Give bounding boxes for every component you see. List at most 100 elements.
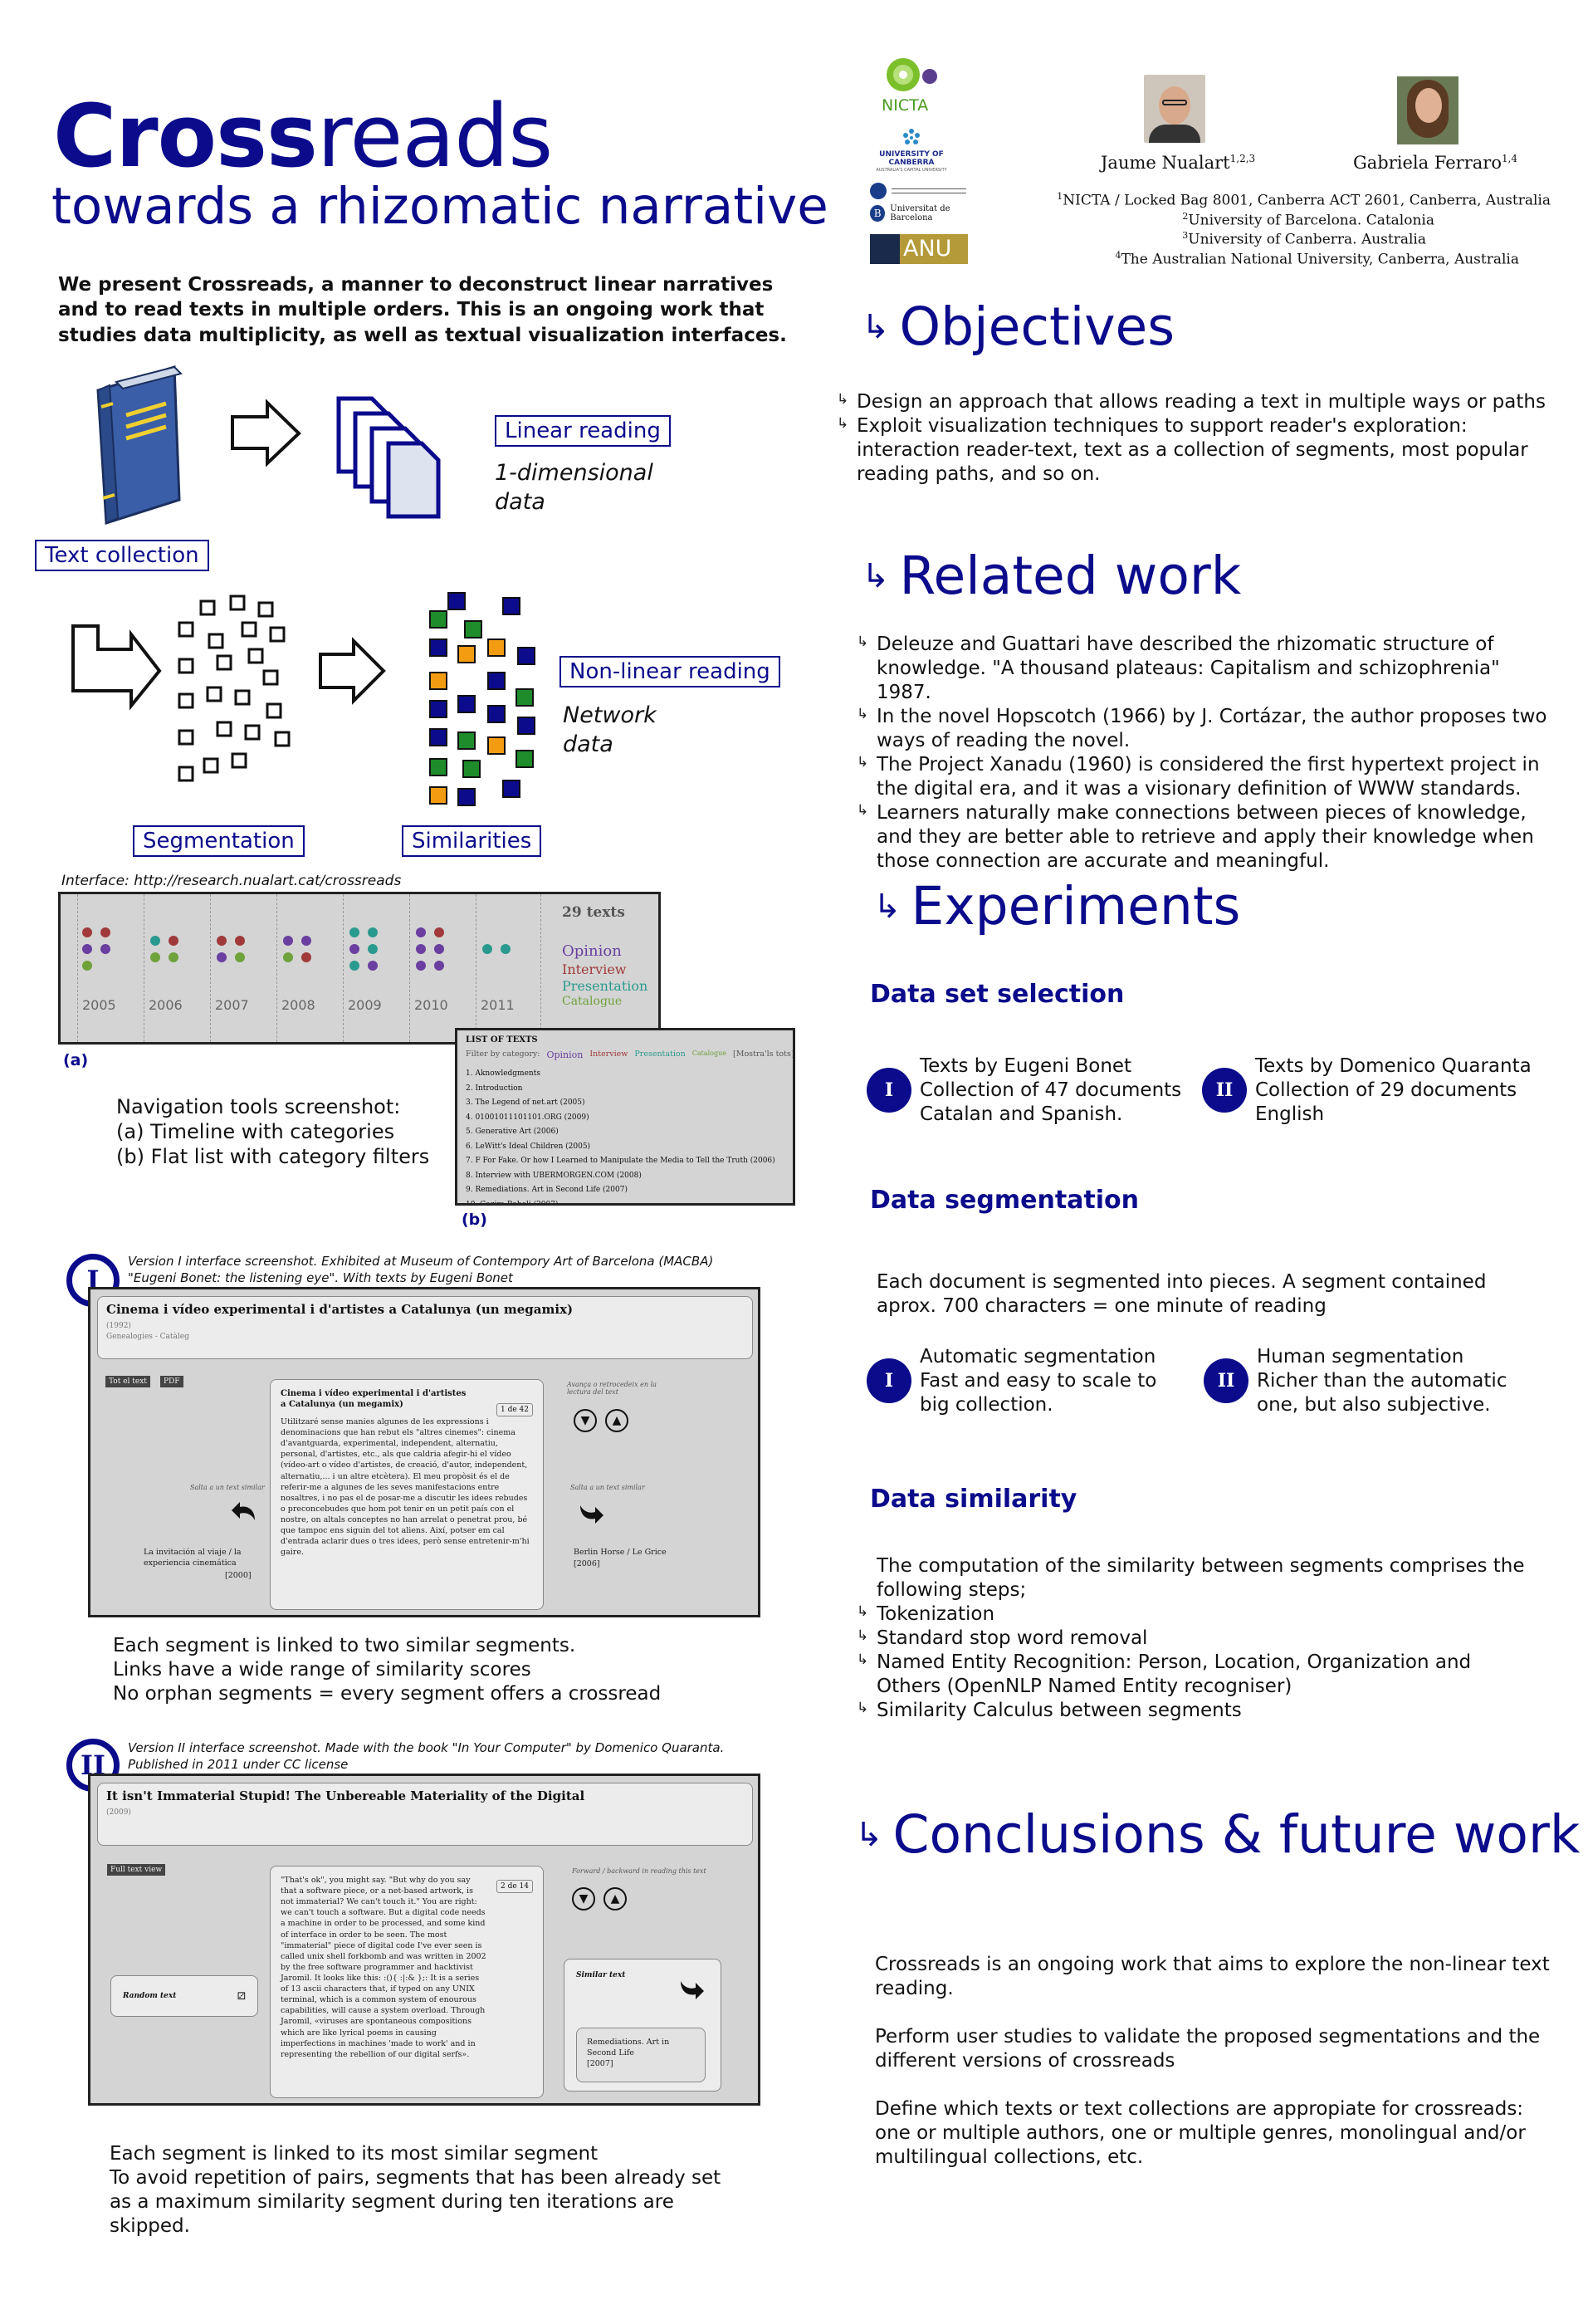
hook-arrow-icon: ↳ xyxy=(873,887,901,926)
interface-url-caption: Interface: http://research.nualart.cat/c… xyxy=(61,873,402,889)
similarity-step: ↳Standard stop word removal xyxy=(857,1627,1148,1649)
next-segment-button[interactable]: ▲ xyxy=(605,1409,628,1432)
similarity-step: ↳Similarity Calculus between segments xyxy=(857,1699,1242,1721)
list-item[interactable]: 9. Remediations. Art in Second Life (200… xyxy=(466,1186,628,1195)
dots-2005 xyxy=(77,924,135,986)
v2-page-indicator: 2 de 14 xyxy=(496,1880,533,1893)
texts-count: 29 texts xyxy=(562,904,625,921)
year-2008: 2008 xyxy=(281,997,315,1013)
v1-card-title: Cinema i vídeo experimental i d'artistes… xyxy=(281,1389,467,1409)
v1-jump-left-hint: Salta a un text similar xyxy=(190,1484,265,1491)
filter-catalogue[interactable]: Catalogue xyxy=(691,1049,727,1057)
legend-interview[interactable]: Interview xyxy=(562,961,627,977)
experiments-heading: ↳Experiments xyxy=(873,876,1241,937)
arrow-icon xyxy=(231,399,301,467)
list-item[interactable]: 6. LeWitt's Ideal Children (2005) xyxy=(466,1142,591,1151)
dots-2006 xyxy=(147,932,205,977)
dots-2011 xyxy=(479,941,537,969)
text-collection-label: Text collection xyxy=(35,540,209,571)
concept-diagram xyxy=(71,365,535,806)
similar-text-panel[interactable]: Similar text Remediations. Art in Second… xyxy=(564,1959,721,2092)
title-rest: reads xyxy=(316,86,553,187)
abstract: We present Crossreads, a manner to decon… xyxy=(58,274,787,346)
v2-shot-title: It isn't Immaterial Stupid! The Unbereab… xyxy=(106,1788,585,1803)
segmentation-label: Segmentation xyxy=(133,825,305,857)
list-item[interactable]: 3. The Legend of net.art (2005) xyxy=(466,1098,585,1108)
filter-opinion[interactable]: Opinion xyxy=(546,1049,584,1060)
jump-right-icon[interactable] xyxy=(577,1499,605,1527)
version-i-description: Each segment is linked to two similar se… xyxy=(113,1635,662,1705)
hook-arrow-icon: ↳ xyxy=(862,556,890,595)
similarity-steps: ↳Tokenization ↳Standard stop word remova… xyxy=(857,1602,1537,1723)
canberra-logo: UNIVERSITY OF CANBERRA AUSTRALIA'S CAPIT… xyxy=(870,126,953,173)
list-filter-row: Filter by category: Opinion Interview Pr… xyxy=(466,1049,794,1060)
legend-presentation[interactable]: Presentation xyxy=(562,977,648,994)
filter-interview[interactable]: Interview xyxy=(589,1049,628,1059)
timeline-columns: 2005 2006 2007 2008 2009 2010 2011 xyxy=(61,894,541,1042)
year-2006: 2006 xyxy=(149,997,183,1013)
logo-column: NICTA UNIVERSITY OF CANBERRA AUSTRALIA'S… xyxy=(870,51,986,264)
author-photo-1 xyxy=(1144,75,1205,143)
v1-segment-card: Cinema i vídeo experimental i d'artistes… xyxy=(270,1379,544,1610)
seg-ii-badge: II xyxy=(1204,1358,1248,1403)
list-item[interactable]: 8. Interview with UBERMORGEN.COM (2008) xyxy=(466,1171,642,1180)
filter-presentation[interactable]: Presentation xyxy=(634,1049,686,1059)
version-ii-screenshot: It isn't Immaterial Stupid! The Unbereab… xyxy=(88,1774,760,2106)
list-item[interactable]: 10. Gazira Babeli (2007) xyxy=(466,1200,559,1206)
v2-segment-card: 2 de 14 "That's ok", you might say. "But… xyxy=(270,1866,544,2098)
v1-all-text-button[interactable]: Tot el text xyxy=(105,1376,150,1387)
v1-right-ref[interactable]: Berlin Horse / Le Grice xyxy=(574,1548,667,1557)
arrow-icon-3 xyxy=(319,637,386,705)
author-1: Jaume Nualart1,2,3 xyxy=(1101,153,1256,173)
v1-pdf-button[interactable]: PDF xyxy=(160,1376,183,1387)
pages-icon xyxy=(336,396,441,519)
list-title: LIST OF TEXTS xyxy=(466,1035,538,1045)
jump-similar-icon[interactable] xyxy=(677,1974,706,2003)
legend-opinion[interactable]: Opinion xyxy=(562,942,622,960)
list-item[interactable]: 5. Generative Art (2006) xyxy=(466,1128,559,1137)
v2-full-text-button[interactable]: Full text view xyxy=(107,1864,166,1876)
affiliation-2: 2University of Barcelona. Catalonia xyxy=(1182,210,1434,229)
nicta-text: NICTA xyxy=(882,96,929,115)
v1-jump-right-hint: Salta a un text similar xyxy=(570,1484,645,1491)
affiliations: 1NICTA / Locked Bag 8001, Canberra ACT 2… xyxy=(996,191,1551,269)
v1-card-text: Utilitzaré sense manies algunes de les e… xyxy=(281,1417,530,1558)
v1-right-year: [2006] xyxy=(574,1559,600,1568)
v1-page-indicator: 1 de 42 xyxy=(496,1403,533,1416)
v1-left-ref[interactable]: La invitación al viaje / la experiencia … xyxy=(144,1548,242,1568)
conclusion-p1: Crossreads is an ongoing work that aims … xyxy=(875,1954,1550,1999)
title-bold: Cross xyxy=(53,86,318,187)
similarities-label: Similarities xyxy=(402,825,542,857)
v2-header-panel: It isn't Immaterial Stupid! The Unbereab… xyxy=(97,1783,753,1846)
affiliation-4: 4The Australian National University, Can… xyxy=(1115,249,1519,268)
related-heading: ↳Related work xyxy=(862,546,1242,606)
objective-item: ↳Design an approach that allows reading … xyxy=(837,391,1546,413)
filter-all[interactable]: [Mostra'ls tots] xyxy=(733,1049,794,1059)
segments-icon xyxy=(178,594,291,782)
random-text-button[interactable]: Random text ⚂ xyxy=(110,1975,258,2017)
book-icon xyxy=(96,365,183,526)
prev-segment-button[interactable]: ▼ xyxy=(574,1409,597,1432)
list-items: 1. Aknowledgments 2. Introduction 3. The… xyxy=(466,1067,784,1206)
list-item[interactable]: 7. F For Fake. Or how I Learned to Manip… xyxy=(466,1157,775,1166)
year-2010: 2010 xyxy=(414,997,448,1013)
nav-caption: Navigation tools screenshot: (a) Timelin… xyxy=(116,1095,430,1169)
chevron-down-icon: ▼ xyxy=(580,1414,590,1427)
jump-left-icon[interactable] xyxy=(230,1499,258,1527)
legend-catalogue[interactable]: Catalogue xyxy=(562,994,623,1008)
v2-card-text: "That's ok", you might say. "But why do … xyxy=(281,1876,486,2059)
segmentation-heading: Data segmentation xyxy=(870,1186,1139,1215)
year-2009: 2009 xyxy=(348,997,382,1013)
seg-i-badge: I xyxy=(867,1358,911,1403)
v2-next-button[interactable]: ▲ xyxy=(603,1887,627,1911)
v2-similar-ref[interactable]: Remediations. Art in Second Life [2007] xyxy=(576,2028,706,2082)
linear-reading-label: Linear reading xyxy=(495,415,671,447)
list-item[interactable]: 1. Aknowledgments xyxy=(466,1069,540,1078)
chevron-up-icon: ▲ xyxy=(612,1414,622,1427)
list-item[interactable]: 2. Introduction xyxy=(466,1084,523,1093)
v2-prev-button[interactable]: ▼ xyxy=(572,1887,595,1911)
list-item[interactable]: 4. 01001011101101.ORG (2009) xyxy=(466,1113,589,1122)
